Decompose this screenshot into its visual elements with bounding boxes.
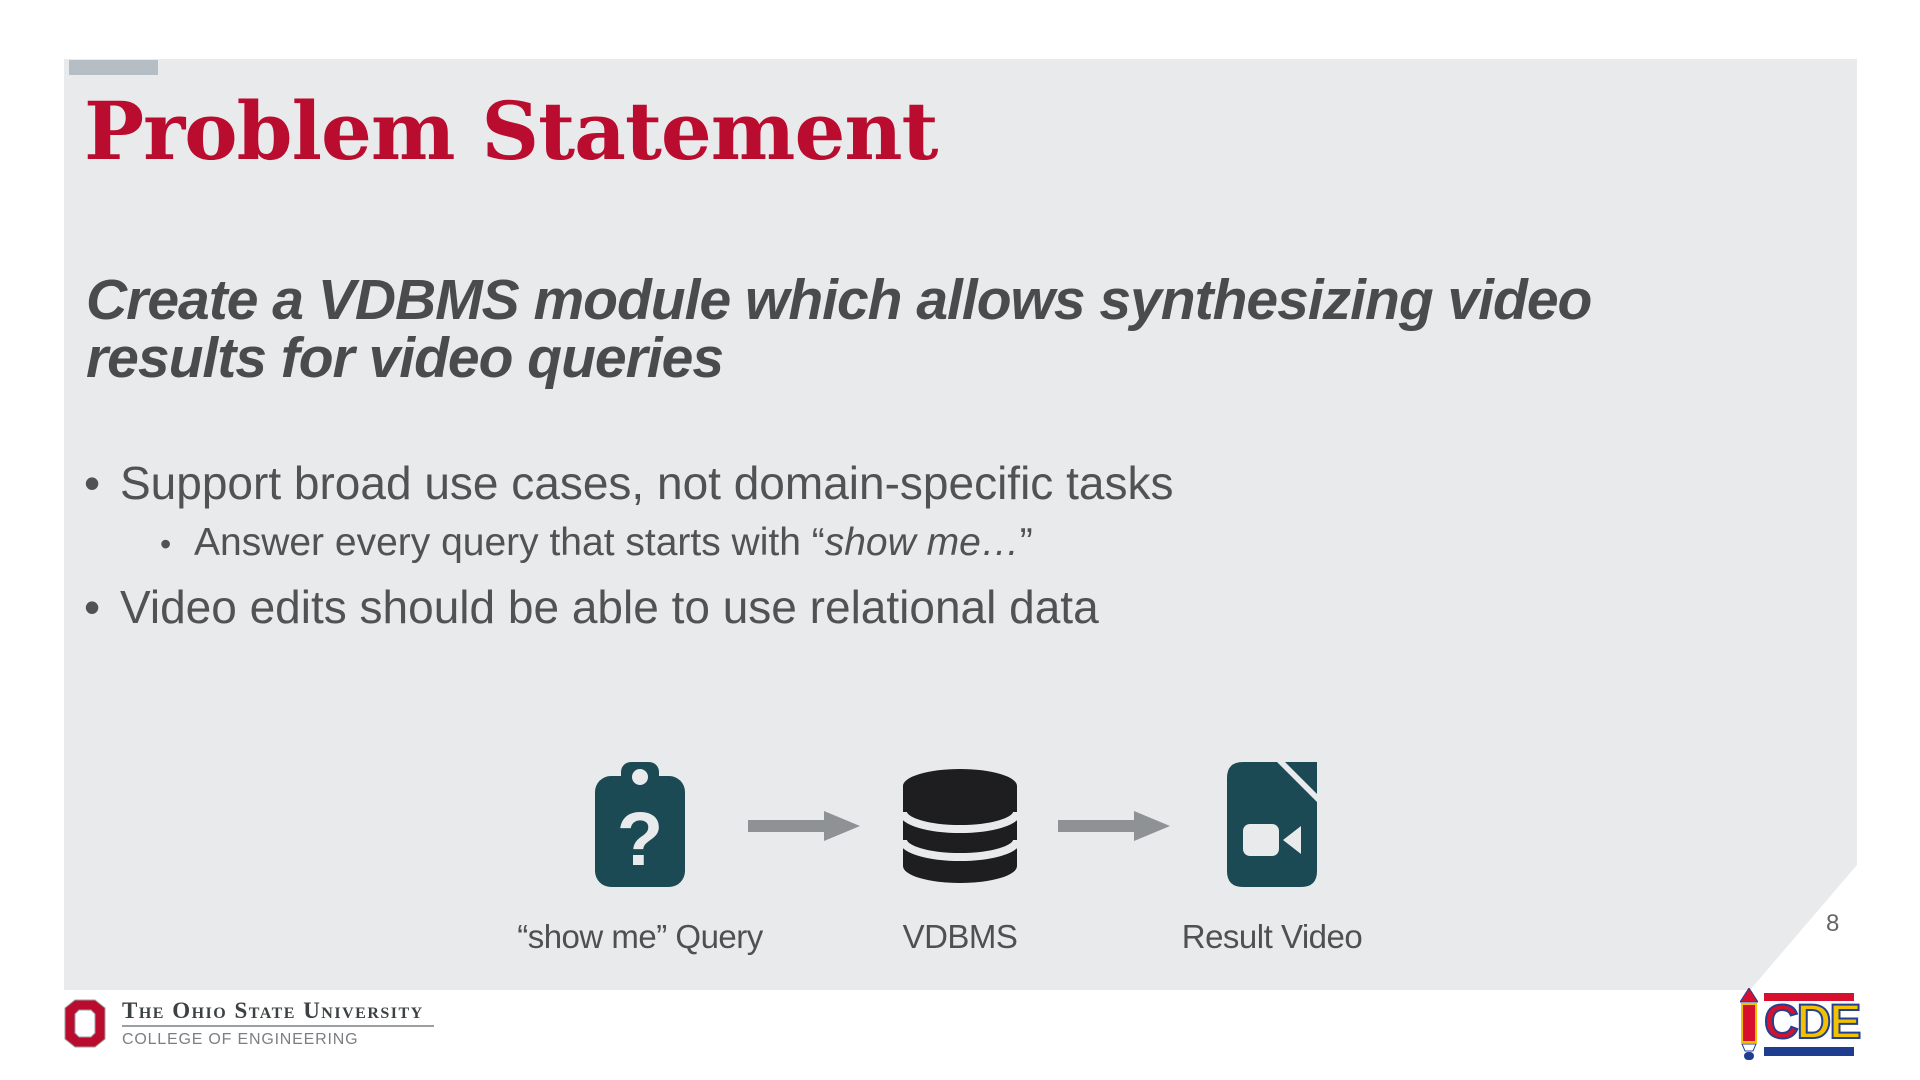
- result-video-file-icon: [1227, 762, 1317, 887]
- database-icon: [901, 769, 1019, 883]
- icde-logo: CDE: [1740, 985, 1862, 1061]
- icde-logo-right: CDE: [1763, 993, 1862, 1056]
- bullet-text: Answer every query that starts with “sho…: [194, 521, 1033, 564]
- title-accent-bar: [69, 60, 158, 75]
- subtitle-line-1: Create a VDBMS module which allows synth…: [86, 268, 1592, 332]
- page-number: 8: [1826, 910, 1840, 937]
- bullet-marker: •: [160, 526, 172, 562]
- subtitle-line-2: results for video queries: [86, 326, 724, 391]
- icde-top-bar: [1764, 993, 1854, 1001]
- query-clipboard-icon: ?: [595, 762, 685, 887]
- diagram-label-vdbms: VDBMS: [902, 918, 1018, 955]
- osu-block-o-icon: [64, 999, 106, 1048]
- icde-bottom-bar: [1764, 1047, 1854, 1056]
- osu-college-name: COLLEGE OF ENGINEERING: [122, 1031, 359, 1048]
- slide-subtitle: Create a VDBMS module which allows synth…: [86, 268, 1592, 391]
- osu-institution-name: The Ohio State University: [122, 998, 424, 1023]
- bullet-item-1a: • Answer every query that starts with “s…: [160, 519, 1173, 568]
- icde-pencil-i-icon: [1740, 988, 1758, 1060]
- bullet-item-2: • Video edits should be able to use rela…: [84, 580, 1173, 635]
- osu-logo-divider: [122, 1025, 434, 1027]
- bullet-list: • Support broad use cases, not domain-sp…: [84, 456, 1173, 635]
- diagram-label-query: “show me” Query: [517, 918, 763, 955]
- bullet-text: Support broad use cases, not domain-spec…: [120, 457, 1174, 509]
- icde-letters: CDE: [1763, 996, 1862, 1049]
- right-arrow-icon: [1058, 811, 1170, 841]
- bullet-text: Video edits should be able to use relati…: [120, 581, 1099, 633]
- bullet-item-1: • Support broad use cases, not domain-sp…: [84, 456, 1173, 511]
- italic-phrase: show me…: [824, 521, 1020, 564]
- bullet-marker: •: [84, 457, 101, 509]
- right-arrow-icon: [748, 811, 860, 841]
- svg-text:?: ?: [617, 797, 663, 882]
- osu-logo-text: The Ohio State University COLLEGE OF ENG…: [122, 999, 434, 1049]
- bullet-marker: •: [84, 581, 101, 633]
- slide-title: Problem Statement: [84, 84, 938, 178]
- diagram-label-result: Result Video: [1181, 918, 1363, 955]
- osu-logo: The Ohio State University COLLEGE OF ENG…: [64, 999, 434, 1049]
